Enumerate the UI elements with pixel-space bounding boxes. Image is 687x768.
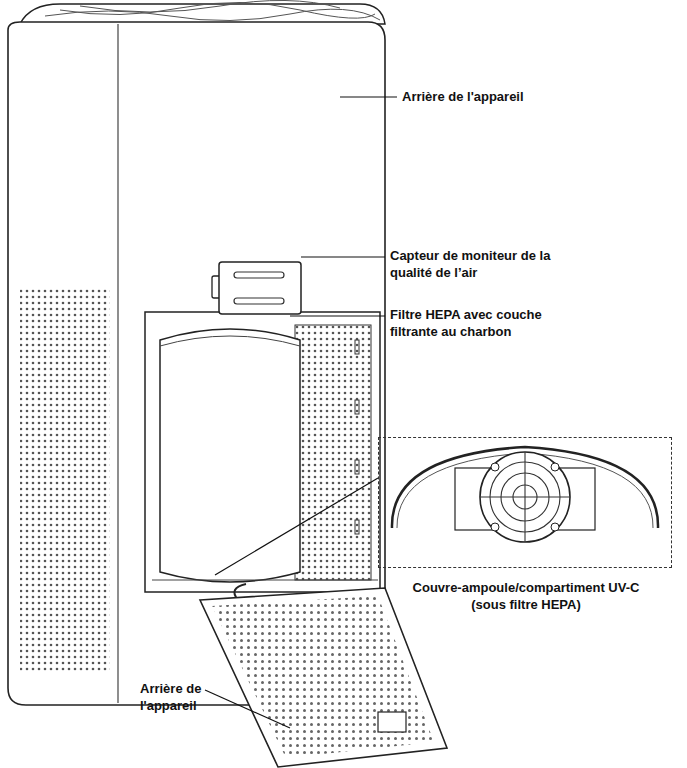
hepa-filter bbox=[160, 329, 300, 582]
part-label: Capteur de moniteur de la qualité de l’a… bbox=[390, 247, 558, 281]
cover-perforation bbox=[212, 596, 434, 758]
uv-screws bbox=[491, 463, 559, 531]
filter-opening bbox=[145, 312, 380, 592]
part-label: Filtre HEPA avec couche filtrante au cha… bbox=[390, 306, 568, 340]
top-grille bbox=[20, 4, 385, 24]
uv-grille bbox=[480, 452, 570, 542]
back-cover bbox=[200, 588, 447, 767]
body-edge bbox=[117, 24, 118, 703]
opening-ledge bbox=[152, 580, 378, 581]
cover-latch bbox=[378, 712, 406, 732]
sensor-slot bbox=[234, 298, 284, 304]
sensor-slot bbox=[234, 272, 284, 278]
filter-rim bbox=[160, 336, 300, 346]
leader-lines bbox=[205, 97, 397, 728]
dashed-callout-box: Couvre-ampoule/compartiment UV-C (sous f… bbox=[378, 437, 672, 568]
side-perforation bbox=[20, 288, 110, 673]
grille-lines bbox=[45, 0, 380, 20]
panel-slots bbox=[355, 340, 359, 534]
part-label: Arrière de l'appareil bbox=[140, 680, 220, 714]
part-label: Arrière de l'appareil bbox=[402, 88, 662, 105]
inner-panel bbox=[295, 325, 371, 580]
uv-grille-rings bbox=[480, 452, 570, 542]
air-sensor bbox=[219, 262, 301, 314]
callout-caption: Couvre-ampoule/compartiment UV-C (sous f… bbox=[396, 579, 656, 613]
